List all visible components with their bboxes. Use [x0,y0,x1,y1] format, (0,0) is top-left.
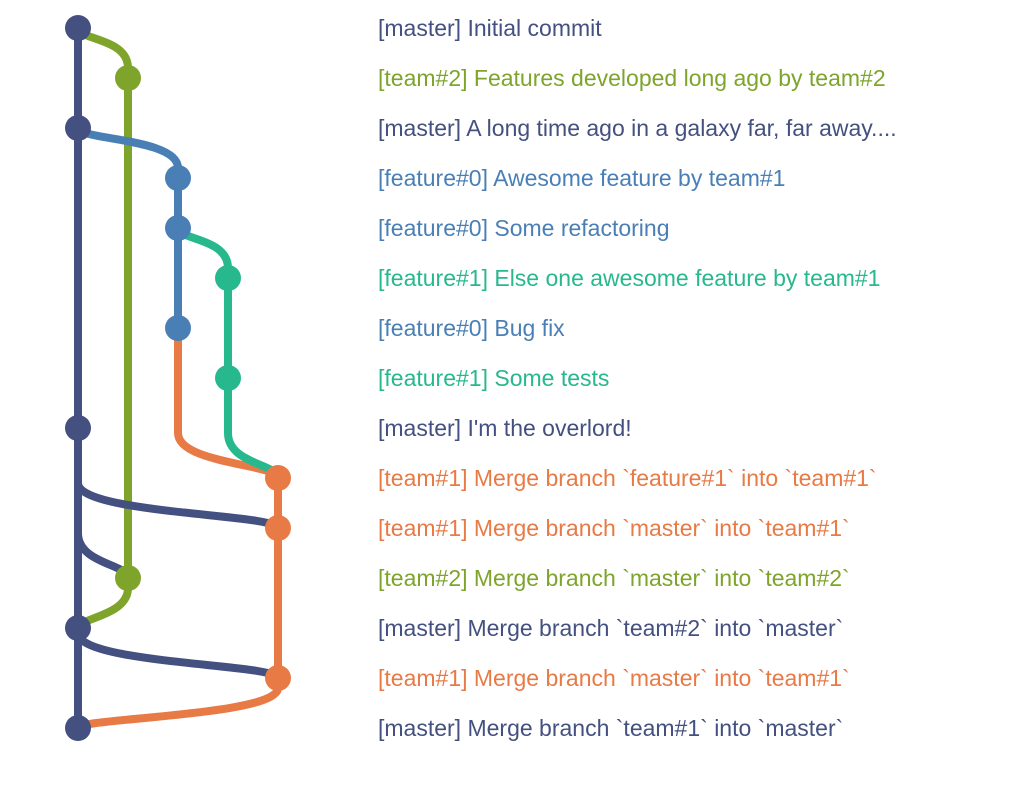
commit-message: Bug fix [488,315,565,341]
commit-label-8[interactable]: [master] I'm the overlord! [378,415,632,441]
commit-label-4[interactable]: [feature#0] Some refactoring [378,215,670,241]
commit-branch-tag: [feature#0] [378,215,488,241]
commit-node-6[interactable] [165,315,191,341]
commit-branch-tag: [feature#1] [378,265,488,291]
commit-branch-tag: [feature#0] [378,315,488,341]
commit-labels: [master] Initial commit [team#2] Features… [378,15,897,741]
commit-label-14[interactable]: [master] Merge branch `team#1` into `mas… [378,715,843,741]
commit-branch-tag: [team#2] [378,65,468,91]
commit-node-7[interactable] [215,365,241,391]
commit-node-5[interactable] [215,265,241,291]
commit-branch-tag: [team#2] [378,565,468,591]
commit-message: Merge branch `team#2` into `master` [461,615,843,641]
commit-message: Some tests [488,365,609,391]
commit-branch-tag: [master] [378,15,461,41]
commit-label-9[interactable]: [team#1] Merge branch `feature#1` into `… [378,465,877,491]
commit-label-5[interactable]: [feature#1] Else one awesome feature by … [378,265,880,291]
commit-branch-tag: [team#1] [378,465,468,491]
commit-message: Initial commit [461,15,602,41]
commit-label-12[interactable]: [master] Merge branch `team#2` into `mas… [378,615,843,641]
commit-node-2[interactable] [65,115,91,141]
commit-message: Some refactoring [488,215,670,241]
commit-branch-tag: [team#1] [378,665,468,691]
commit-node-11[interactable] [115,565,141,591]
commit-message: Merge branch `feature#1` into `team#1` [468,465,877,491]
branch-line-team1-19 [74,674,282,732]
commit-node-12[interactable] [65,615,91,641]
commit-node-14[interactable] [65,715,91,741]
commit-branch-tag: [master] [378,615,461,641]
commit-branch-tag: [master] [378,415,461,441]
commit-message: I'm the overlord! [461,415,632,441]
commit-message: Features developed long ago by team#2 [468,65,886,91]
commit-branch-tag: [master] [378,115,461,141]
commit-message: Merge branch `master` into `team#1` [468,515,850,541]
commit-node-9[interactable] [265,465,291,491]
commit-branch-tag: [feature#0] [378,165,488,191]
branch-line-master-17 [74,624,282,682]
commit-node-4[interactable] [165,215,191,241]
commit-label-2[interactable]: [master] A long time ago in a galaxy far… [378,115,897,141]
commit-node-8[interactable] [65,415,91,441]
commit-branch-tag: [team#1] [378,515,468,541]
commit-node-3[interactable] [165,165,191,191]
commit-label-6[interactable]: [feature#0] Bug fix [378,315,565,341]
commit-message: Merge branch `team#1` into `master` [461,715,843,741]
commit-label-13[interactable]: [team#1] Merge branch `master` into `tea… [378,665,850,691]
commit-label-0[interactable]: [master] Initial commit [378,15,602,41]
commit-message: A long time ago in a galaxy far, far awa… [461,115,897,141]
commit-message: Else one awesome feature by team#1 [488,265,881,291]
commit-message: Merge branch `master` into `team#2` [468,565,850,591]
commit-branch-tag: [feature#1] [378,365,488,391]
commit-nodes [65,15,291,741]
commit-label-10[interactable]: [team#1] Merge branch `master` into `tea… [378,515,850,541]
commit-label-11[interactable]: [team#2] Merge branch `master` into `tea… [378,565,850,591]
commit-message: Awesome feature by team#1 [488,165,785,191]
commit-node-10[interactable] [265,515,291,541]
branch-lines [74,24,282,732]
commit-message: Merge branch `master` into `team#1` [468,665,850,691]
commit-node-0[interactable] [65,15,91,41]
commit-node-13[interactable] [265,665,291,691]
commit-node-1[interactable] [115,65,141,91]
commit-label-3[interactable]: [feature#0] Awesome feature by team#1 [378,165,785,191]
commit-label-1[interactable]: [team#2] Features developed long ago by … [378,65,886,91]
commit-label-7[interactable]: [feature#1] Some tests [378,365,609,391]
commit-branch-tag: [master] [378,715,461,741]
